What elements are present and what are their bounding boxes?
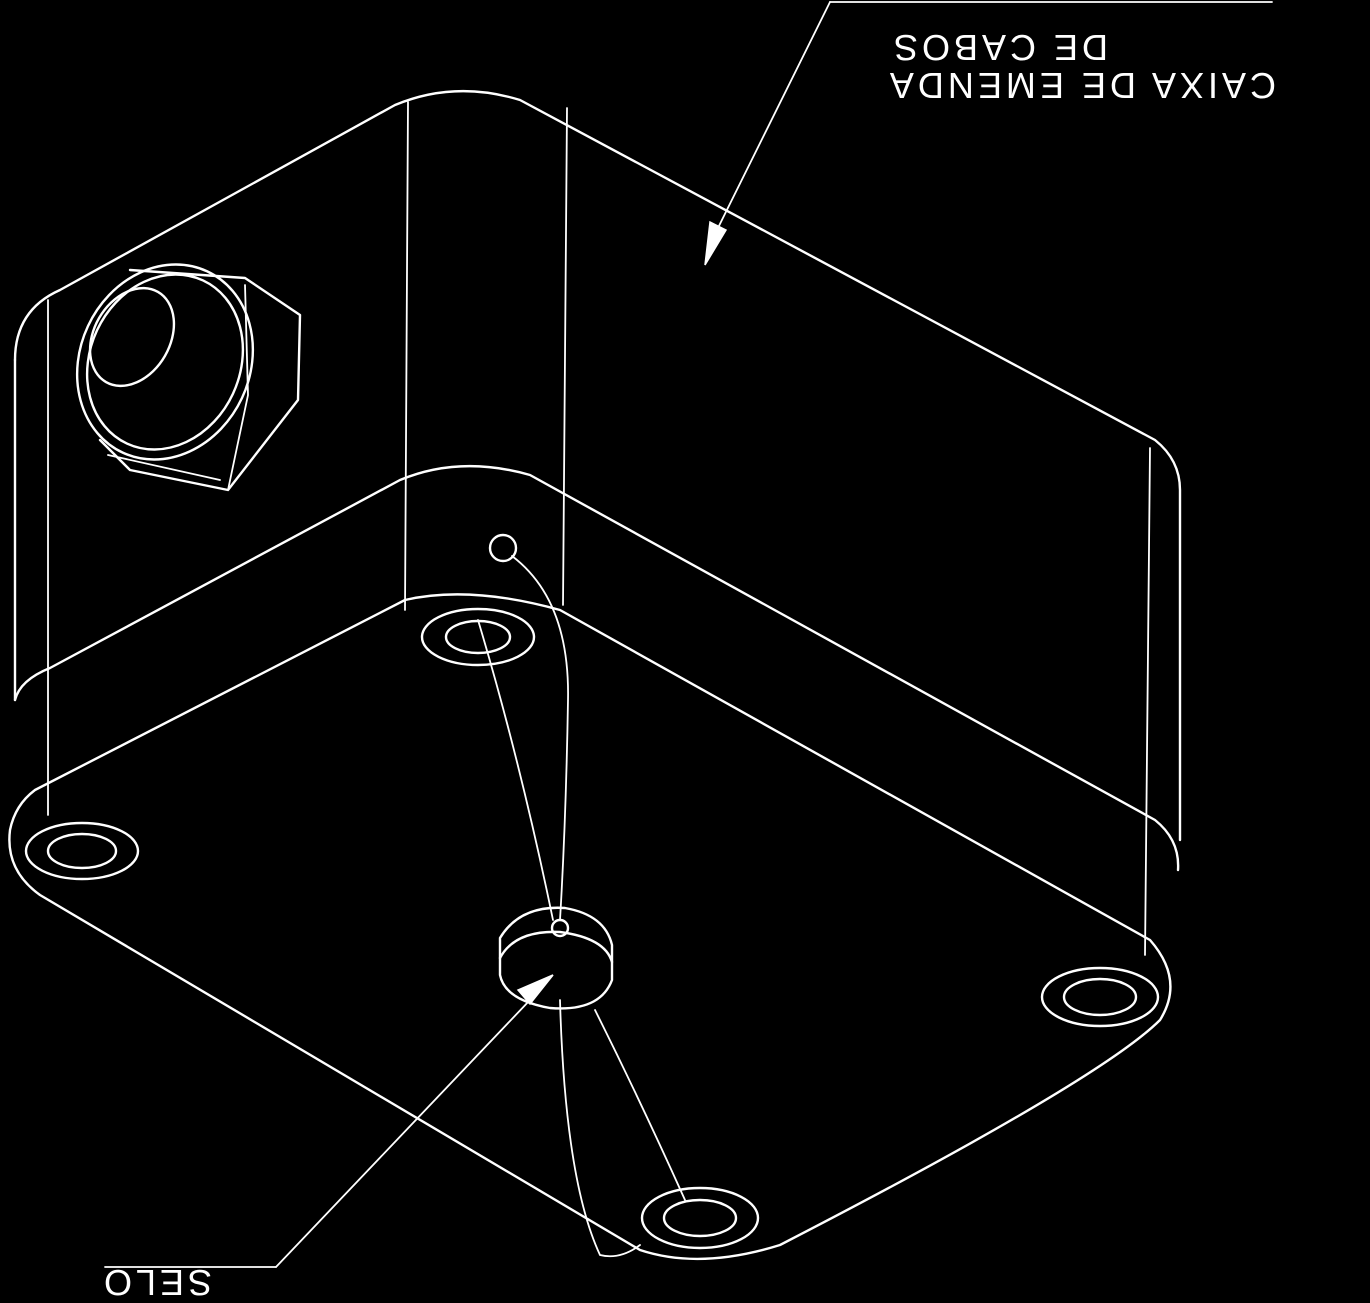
hex-nut-outline: [98, 268, 302, 492]
box-leader-arrowhead: [704, 220, 728, 266]
hex-nut-lower-edge: [107, 454, 221, 481]
box-right-inner-edge: [1144, 447, 1151, 956]
screw-boss-top: [420, 607, 536, 667]
box-label-group: CAIXA DE EMENDA DE CABOS: [886, 27, 1276, 106]
screw-boss-right: [1040, 966, 1160, 1028]
lid-seam: [13, 464, 1180, 872]
gland-outer-ring: [75, 263, 255, 461]
box-front-edge-right: [562, 107, 568, 606]
seal-label-group: SELO: [100, 1262, 212, 1303]
screw-boss-left: [24, 821, 140, 881]
screw-boss-bottom: [640, 1186, 760, 1250]
box-body: [8, 89, 1182, 1261]
seal-wire-lower: [559, 999, 641, 1258]
seal-label: SELO: [100, 1262, 212, 1303]
gland-opening: [88, 286, 176, 388]
hex-nut-inner-edge: [227, 284, 249, 491]
box-leader: [704, 1, 1273, 266]
box-front-edge-left: [404, 101, 409, 611]
seal-leader: [104, 974, 554, 1268]
seal-hole: [550, 918, 570, 938]
seal-assembly: [477, 533, 686, 1258]
seal-wire-lower-2: [594, 1009, 686, 1201]
box-top-outline: [13, 89, 1182, 842]
seal-body: [498, 906, 614, 1010]
screw-bosses: [24, 607, 1160, 1250]
box-leader-line: [711, 1, 831, 241]
box-label-line2: DE CABOS: [890, 27, 1108, 68]
seal-top-face: [498, 930, 614, 964]
gland-inner-ring: [85, 273, 245, 451]
bottom-face-outline: [8, 593, 1172, 1261]
seal-wire-upper: [511, 555, 569, 921]
seal-wire-upper-2: [477, 619, 554, 921]
cable-gland: [75, 263, 302, 492]
seal-leader-line: [275, 999, 531, 1268]
seal-leader-arrowhead: [516, 974, 554, 1006]
box-label-line1: CAIXA DE EMENDA: [886, 65, 1276, 106]
seal-wire-hole: [488, 533, 518, 563]
